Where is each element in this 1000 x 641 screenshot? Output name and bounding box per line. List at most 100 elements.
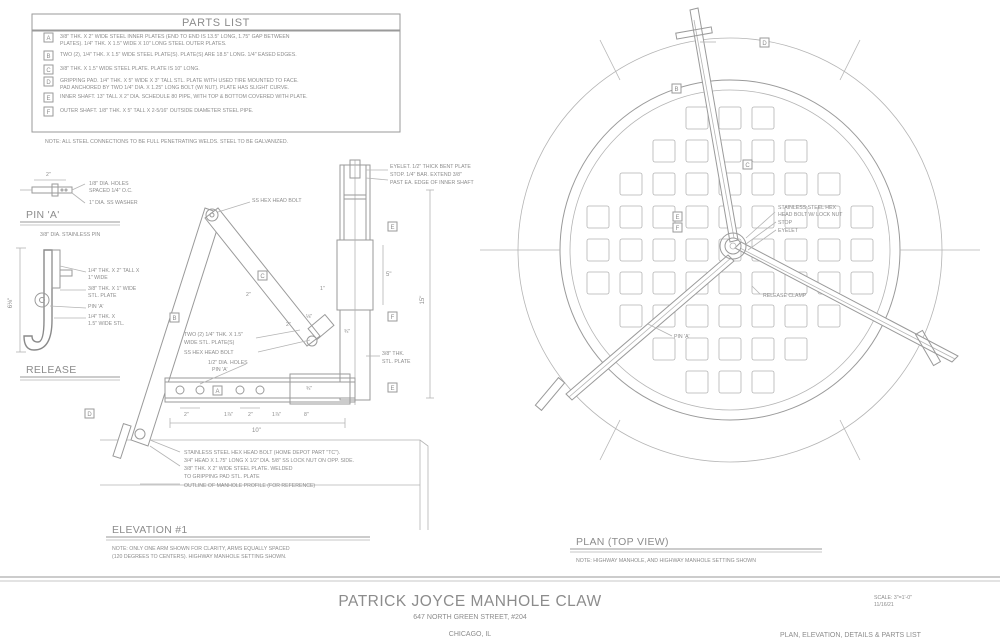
parts-item-key-box: [43, 106, 54, 117]
tag-f-plan: F: [676, 226, 680, 232]
dim-1c: 1⅞": [272, 412, 281, 418]
elevation-note-1: NOTE: ONLY ONE ARM SHOWN FOR CLARITY, AR…: [112, 546, 290, 552]
grate-opening: [685, 106, 709, 130]
grate-opening: [652, 337, 676, 361]
grate-opening: [850, 271, 874, 295]
parts-item-line1: GRIPPING PAD. 1/4" THK. X 5" WIDE X 3" T…: [60, 78, 299, 84]
grate-opening: [817, 172, 841, 196]
plan-view: STAINLESS STEEL HEX HEAD BOLT W/ LOCK NU…: [480, 7, 980, 564]
parts-item-line2: PAD ANCHORED BY TWO 1/4" DIA. X 1.25" LO…: [60, 85, 289, 91]
release-c4b: 1.5" WIDE STL.: [88, 321, 124, 327]
grate-opening: [619, 205, 643, 229]
grate-opening: [751, 172, 775, 196]
parts-item-key: B: [46, 54, 50, 60]
parts-item-line2: PLATES). 1/4" THK. X 1.5" WIDE X 10" LON…: [60, 41, 226, 47]
pin-holes-label-2: SPACED 1/4" O.C.: [89, 188, 133, 194]
grate-opening: [751, 337, 775, 361]
grate-opening: [718, 271, 742, 295]
grate-opening: [850, 238, 874, 262]
parts-item-line1: 3/8" THK. X 2" WIDE STEEL INNER PLATES (…: [60, 34, 290, 40]
elev-c-plate-1: 3/8" THK. X 2" WIDE STEEL PLATE. WELDED: [184, 466, 293, 472]
elevation-title: ELEVATION #1: [112, 524, 188, 536]
grate-opening: [784, 304, 808, 328]
dim-2c: 2": [246, 292, 251, 298]
parts-list-title: PARTS LIST: [182, 17, 250, 29]
grate-opening: [685, 205, 709, 229]
dim-8: 8": [304, 412, 309, 418]
parts-item-key: A: [46, 36, 50, 42]
parts-item-key: F: [47, 110, 51, 116]
grate-opening: [718, 106, 742, 130]
grate-opening: [652, 172, 676, 196]
grate-opening: [784, 172, 808, 196]
elev-two-plates-1: TWO (2) 1/4" THK. X 1.5": [184, 332, 243, 338]
dim-15: 15": [420, 296, 426, 305]
grate-opening: [751, 370, 775, 394]
elev-c-plate-2: TO GRIPPING PAD STL. PLATE: [184, 474, 260, 480]
pin-washer-label: 1" DIA. SS WASHER: [89, 200, 138, 206]
elev-pin-a: PIN 'A': [212, 367, 228, 373]
elev-thk-38b: STL. PLATE: [382, 359, 411, 365]
parts-item-key: E: [46, 96, 50, 102]
grate-opening: [586, 205, 610, 229]
parts-item-key-box: [43, 32, 54, 43]
release-c1b: 1" WIDE: [88, 275, 108, 281]
grate-opening: [619, 304, 643, 328]
release-c4a: 1/4" THK. X: [88, 314, 116, 320]
plan-eyelet: EYELET: [778, 228, 799, 234]
elev-thk-38a: 3/8" THK.: [382, 351, 404, 357]
tag-b-plan: B: [674, 87, 678, 93]
plan-hex-2: HEAD BOLT W/ LOCK NUT: [778, 212, 843, 218]
grate-opening: [784, 205, 808, 229]
dim-13: 1": [320, 286, 325, 292]
tag-b-elev: B: [172, 316, 176, 322]
grate-opening: [586, 271, 610, 295]
grate-opening: [652, 304, 676, 328]
elev-half-holes: 1/2" DIA. HOLES: [208, 360, 248, 366]
grate-opening: [751, 139, 775, 163]
grate-opening: [619, 238, 643, 262]
elev-c-stainless-1: STAINLESS STEEL HEX HEAD BOLT (HOME DEPO…: [184, 450, 340, 456]
elevation-drawing: 10" 2" 2" 1⅞" 1⅞" ¾" 8" 15" 5" ¾" 1" ⅛" …: [100, 159, 475, 560]
dim-10: 10": [252, 428, 261, 434]
parts-item-key-box: [43, 92, 54, 103]
parts-item-key-box: [43, 76, 54, 87]
release-dim-height: 6⅛": [8, 298, 14, 308]
grate-opening: [751, 304, 775, 328]
tag-c-plan: C: [745, 163, 750, 169]
grate-opening: [718, 370, 742, 394]
tag-c-elev: C: [260, 274, 265, 280]
grate-opening: [685, 304, 709, 328]
grate-opening: [751, 106, 775, 130]
parts-item-key-box: [43, 64, 54, 75]
plan-hex-1: STAINLESS STEEL HEX: [778, 205, 836, 211]
tag-d-elev: D: [87, 412, 92, 418]
tag-f-elev: F: [391, 315, 395, 321]
elev-eyelet-2: STOP. 1/4" BAR. EXTEND 3/8": [390, 172, 462, 178]
elev-eyelet-1: EYELET. 1/2" THICK BENT PLATE: [390, 164, 471, 170]
drawing-sheet-title: PLAN, ELEVATION, DETAILS & PARTS LIST: [780, 632, 922, 639]
grate-opening: [652, 205, 676, 229]
pin-dia-label: 3/8" DIA. STAINLESS PIN: [40, 232, 101, 238]
dim-1: ⅛": [306, 314, 312, 320]
elev-c-stainless-2: 3/4" HEAD X 1.75" LONG X 1/2" DIA. 5/8" …: [184, 458, 354, 464]
parts-item-line1: INNER SHAFT. 13" TALL X 2" DIA. SCHEDULE…: [60, 94, 308, 100]
tag-d-plan: D: [762, 41, 767, 47]
parts-item-line1: TWO (2), 1/4" THK. X 1.5" WIDE STEEL PLA…: [60, 52, 297, 58]
grate-opening: [652, 238, 676, 262]
dim-2a: 2": [184, 412, 189, 418]
drawing-title: PATRICK JOYCE MANHOLE CLAW: [338, 593, 601, 610]
grate-opening: [718, 337, 742, 361]
grate-opening: [685, 238, 709, 262]
grate-opening: [685, 139, 709, 163]
parts-item-line1: 3/8" THK. X 1.5" WIDE STEEL PLATE. PLATE…: [60, 66, 200, 72]
title-block: PATRICK JOYCE MANHOLE CLAW 647 NORTH GRE…: [0, 576, 1000, 639]
grate-opening: [751, 205, 775, 229]
grate-opening: [685, 337, 709, 361]
dim-3q: ¾": [306, 386, 312, 392]
elevation-note-2: (120 DEGREES TO CENTERS). HIGHWAY MANHOL…: [112, 554, 286, 560]
dim-1b: 1⅞": [224, 412, 233, 418]
plan-pin-a: PIN 'A': [674, 334, 690, 340]
parts-list: PARTS LIST A 3/8" THK. X 2" WIDE STEEL IN…: [31, 13, 401, 145]
